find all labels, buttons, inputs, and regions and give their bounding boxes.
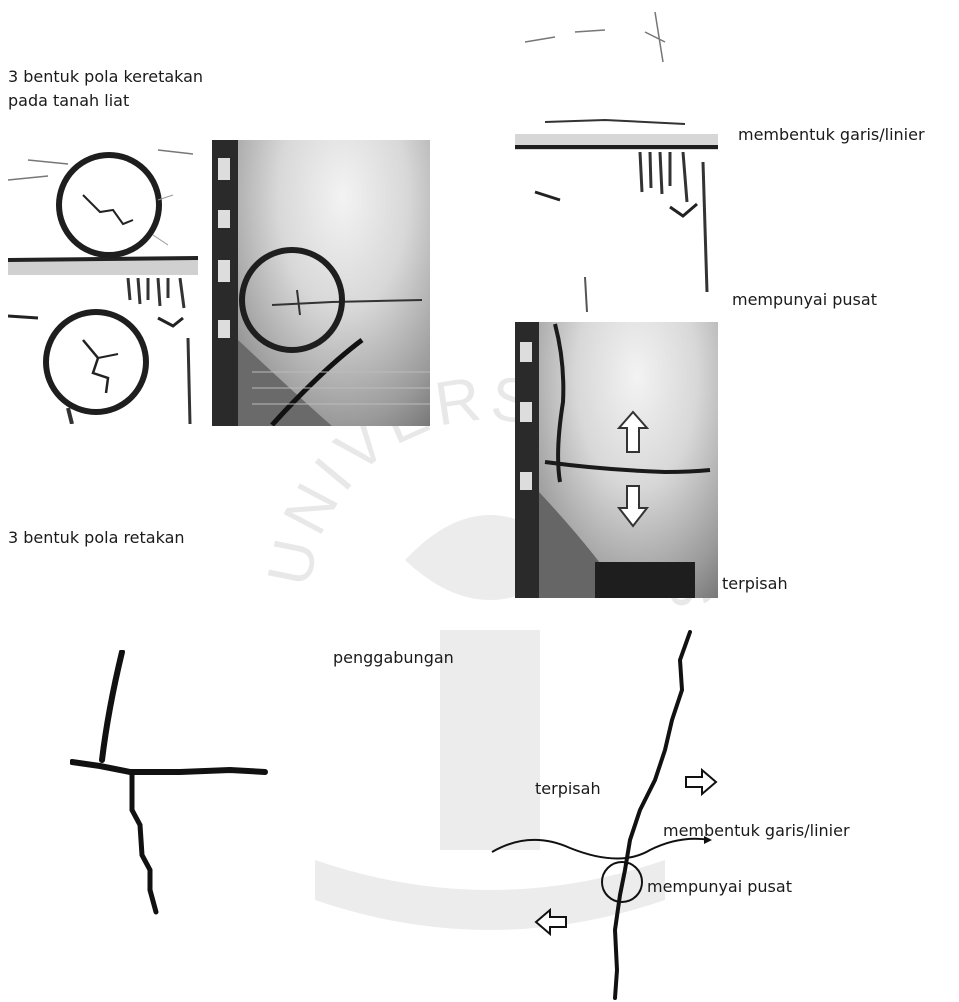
top-caption-line2: pada tanah liat	[8, 90, 129, 112]
right-label-linear: membentuk garis/linier	[738, 124, 925, 146]
crack-photo-separated-left	[212, 140, 430, 426]
diagram-label-separated: terpisah	[535, 778, 601, 800]
crack-photo-linear-right	[515, 2, 718, 150]
mid-caption: 3 bentuk pola retakan	[8, 527, 185, 549]
crack-diagram-merge	[70, 650, 270, 920]
top-caption-line1: 3 bentuk pola keretakan	[8, 66, 203, 88]
crack-photo-center-right	[515, 152, 718, 312]
diagram-label-merge: penggabungan	[333, 647, 454, 669]
right-label-separated: terpisah	[722, 573, 788, 595]
right-label-center: mempunyai pusat	[732, 289, 877, 311]
diagram-label-linear: membentuk garis/linier	[663, 820, 850, 842]
crack-photo-center	[8, 278, 198, 424]
crack-diagram-patterns	[490, 630, 730, 1000]
crack-photo-linear	[8, 140, 198, 275]
diagram-label-center: mempunyai pusat	[647, 876, 792, 898]
crack-photo-separated-right	[515, 322, 718, 598]
